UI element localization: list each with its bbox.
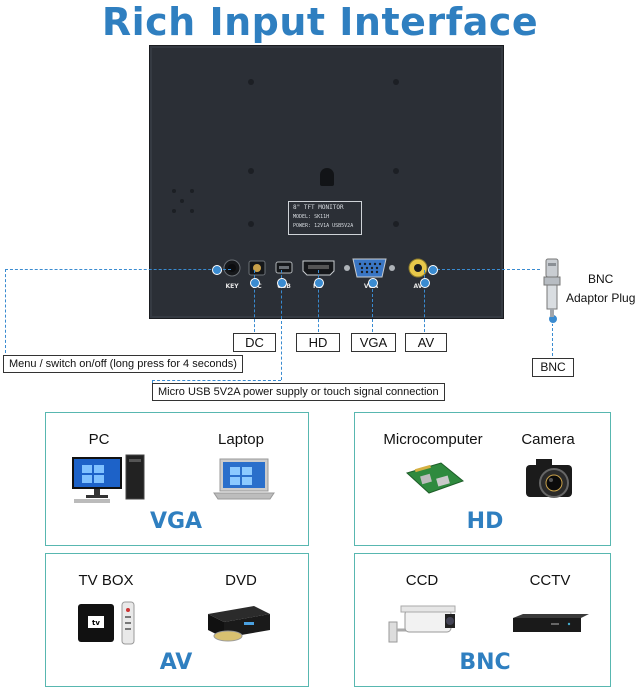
connector-line	[152, 380, 281, 381]
dvd-player-icon	[208, 606, 270, 642]
connector-line	[5, 269, 231, 270]
speaker-grille-dot	[180, 199, 184, 203]
connector-dot	[368, 278, 378, 288]
device-label-tv-box: TV BOX	[78, 572, 134, 589]
micro-usb-note: Micro USB 5V2A power supply or touch sig…	[152, 383, 445, 401]
panel-title-vga: VGA	[149, 509, 203, 534]
tv-box-icon: tv	[78, 601, 135, 645]
speaker-grille-dot	[172, 189, 176, 193]
laptop-icon	[213, 458, 275, 500]
connector-dot	[314, 278, 324, 288]
device-label-dvd: DVD	[225, 572, 257, 589]
plate-line: 8" TFT MONITOR	[293, 204, 344, 211]
connector-line	[552, 318, 553, 356]
mount-hole	[248, 221, 254, 227]
connector-line	[432, 269, 540, 270]
connector-line	[254, 270, 255, 332]
panel-vga: PC Laptop VGA	[45, 412, 309, 546]
menu-switch-note: Menu / switch on/off (long press for 4 s…	[3, 355, 243, 373]
connector-line	[281, 270, 282, 380]
port-row	[223, 258, 428, 278]
panel-title-hd: HD	[466, 509, 504, 534]
device-label-pc: PC	[88, 431, 110, 448]
device-label-microcomputer: Microcomputer	[383, 431, 483, 448]
page-title: Rich Input Interface	[101, 0, 539, 44]
device-label-cctv: CCTV	[529, 572, 571, 589]
usb-port-icon	[275, 261, 293, 274]
camera-icon	[526, 459, 572, 498]
mount-hole	[393, 79, 399, 85]
av-rca-port-icon	[408, 258, 428, 278]
mount-hole	[393, 168, 399, 174]
cctv-recorder-icon	[513, 614, 589, 632]
connector-line	[5, 269, 6, 353]
mount-hole	[393, 221, 399, 227]
device-label-camera: Camera	[521, 431, 575, 448]
dc-jack-icon	[248, 260, 266, 276]
connector-line	[424, 270, 425, 332]
panel-title-av: AV	[159, 650, 193, 675]
svg-text:tv: tv	[92, 619, 100, 627]
connector-dot	[428, 265, 438, 275]
connector-line	[318, 270, 319, 332]
key-button-icon	[223, 259, 241, 277]
panel-title-bnc: BNC	[459, 650, 511, 675]
plate-line: MODEL: SK11H	[293, 214, 330, 220]
speaker-grille-dot	[190, 189, 194, 193]
connector-line	[372, 284, 373, 332]
panel-hd: Microcomputer Camera HD	[354, 412, 611, 546]
connector-dot	[277, 278, 287, 288]
port-caption-key: KEY	[225, 283, 239, 290]
speaker-grille-dot	[172, 209, 176, 213]
device-label-laptop: Laptop	[218, 431, 264, 448]
speaker-grille-dot	[190, 209, 194, 213]
plate-line: POWER: 12V1A USB5V2A	[293, 223, 354, 229]
spec-label-plate: 8" TFT MONITOR MODEL: SK11H POWER: 12V1A…	[288, 201, 362, 235]
mount-hole	[248, 168, 254, 174]
mount-hole	[248, 79, 254, 85]
bnc-adaptor-label-line1: BNC	[588, 272, 614, 286]
port-caption-av: AV	[413, 283, 423, 290]
panel-av: TV BOX DVD tv AV	[45, 553, 309, 687]
hdmi-port-icon	[302, 260, 335, 276]
connector-dot	[250, 278, 260, 288]
bnc-adaptor-label-line2: Adaptor Plug	[566, 291, 636, 305]
bnc-adaptor-plug-icon	[543, 258, 561, 317]
microcomputer-board-icon	[406, 462, 465, 494]
ccd-security-camera-icon	[388, 605, 456, 643]
callout-vga: VGA	[351, 333, 396, 352]
pc-icon	[72, 454, 145, 503]
callout-bnc: BNC	[532, 358, 574, 377]
panel-bnc: CCD CCTV BNC	[354, 553, 611, 687]
wall-hanging-keyhole	[320, 168, 334, 186]
monitor-back-panel: 8" TFT MONITOR MODEL: SK11H POWER: 12V1A…	[149, 45, 504, 319]
callout-av: AV	[405, 333, 447, 352]
connector-dot	[212, 265, 222, 275]
vga-port-icon	[344, 258, 395, 278]
callout-hd: HD	[296, 333, 340, 352]
connector-dot	[420, 278, 430, 288]
device-label-ccd: CCD	[405, 572, 439, 589]
callout-dc: DC	[233, 333, 276, 352]
